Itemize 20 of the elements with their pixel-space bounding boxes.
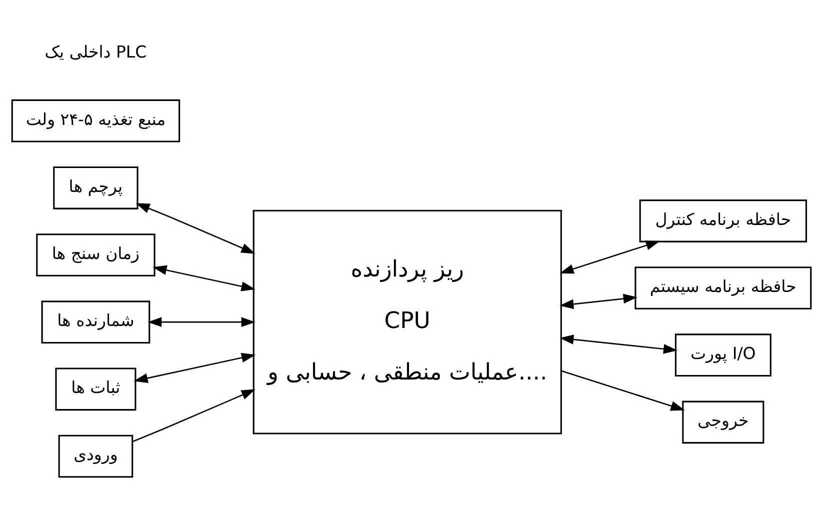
arrow — [134, 352, 256, 383]
node-box: حافظه برنامه سیستم — [634, 266, 812, 310]
node-box: حافظه برنامه کنترل — [639, 200, 807, 242]
node-box: شمارنده ها — [41, 300, 150, 344]
arrow — [560, 294, 638, 310]
node-box: زمان سنج ها — [36, 234, 156, 276]
arrow — [148, 317, 256, 327]
node-box: پرچم ها — [53, 166, 138, 210]
node-box: خروجی — [682, 400, 764, 444]
node-box: منبع تغذیه ۵-۲۴ ولت — [11, 99, 180, 142]
node-box: ثبات ها — [55, 368, 136, 411]
arrow — [136, 203, 256, 254]
arrow — [560, 334, 678, 354]
node-box: پورت I/O — [674, 334, 772, 377]
arrow — [560, 240, 660, 274]
label: داخلی یک PLC — [44, 42, 147, 62]
arrow — [152, 265, 256, 292]
arrow — [132, 389, 256, 442]
node-box: ورودی — [58, 434, 134, 478]
arrow — [561, 370, 685, 411]
